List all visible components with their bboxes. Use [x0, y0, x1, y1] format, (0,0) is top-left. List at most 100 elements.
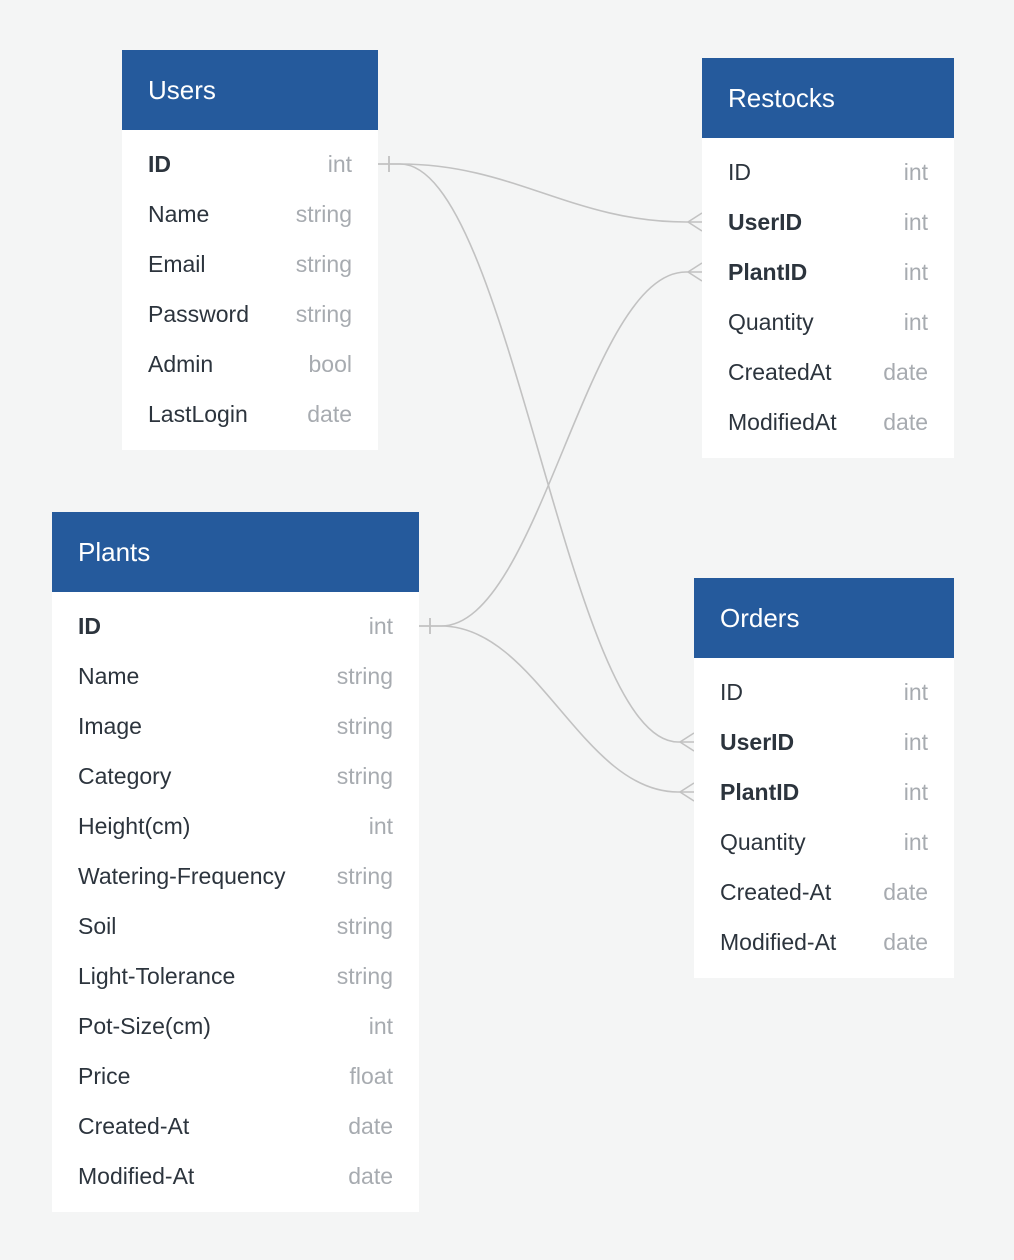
field-type: string [336, 712, 393, 739]
field-name: LastLogin [148, 400, 248, 427]
field-type: date [307, 400, 352, 427]
orders-field-modified-at[interactable]: Modified-At date [694, 917, 954, 967]
field-name: Email [148, 250, 206, 277]
orders-field-id[interactable]: ID int [694, 667, 954, 717]
many-marker [687, 262, 703, 282]
field-name: Modified-At [720, 928, 837, 955]
restocks-field-createdat[interactable]: CreatedAt date [702, 347, 954, 397]
field-type: int [903, 158, 928, 185]
plants-field-modified-at[interactable]: Modified-At date [52, 1151, 419, 1201]
field-name: ID [78, 612, 101, 639]
field-name: Pot-Size(cm) [78, 1012, 211, 1039]
field-name: Name [78, 662, 140, 689]
many-marker [687, 212, 703, 232]
field-name: Name [148, 200, 210, 227]
field-type: date [348, 1162, 393, 1189]
restocks-field-id[interactable]: ID int [702, 147, 954, 197]
plants-field-light-tolerance[interactable]: Light-Tolerance string [52, 951, 419, 1001]
field-name: ID [148, 150, 171, 177]
field-type: int [903, 308, 928, 335]
field-type: int [903, 678, 928, 705]
orders-field-quantity[interactable]: Quantity int [694, 817, 954, 867]
field-name: Quantity [728, 308, 814, 335]
field-name: UserID [720, 728, 795, 755]
field-type: string [295, 300, 352, 327]
field-type: int [903, 778, 928, 805]
restocks-field-plantid[interactable]: PlantID int [702, 247, 954, 297]
field-name: Category [78, 762, 172, 789]
field-type: int [903, 258, 928, 285]
field-type: int [368, 812, 393, 839]
field-type: date [883, 928, 928, 955]
field-name: Admin [148, 350, 214, 377]
restocks-field-modifiedat[interactable]: ModifiedAt date [702, 397, 954, 447]
field-name: ModifiedAt [728, 408, 837, 435]
plants-field-price[interactable]: Price float [52, 1051, 419, 1101]
users-field-lastlogin[interactable]: LastLogin date [122, 389, 378, 439]
field-name: Created-At [78, 1112, 190, 1139]
users-field-admin[interactable]: Admin bool [122, 339, 378, 389]
field-name: ID [720, 678, 743, 705]
restocks-field-quantity[interactable]: Quantity int [702, 297, 954, 347]
field-type: string [336, 862, 393, 889]
field-name: Price [78, 1062, 131, 1089]
field-name: Created-At [720, 878, 832, 905]
users-field-email[interactable]: Email string [122, 239, 378, 289]
users-table-header[interactable]: Users [122, 50, 378, 130]
orders-field-plantid[interactable]: PlantID int [694, 767, 954, 817]
plants-table-header[interactable]: Plants [52, 512, 419, 592]
field-name: Light-Tolerance [78, 962, 236, 989]
plants-field-image[interactable]: Image string [52, 701, 419, 751]
field-name: PlantID [720, 778, 800, 805]
many-marker [679, 732, 695, 752]
field-type: int [327, 150, 352, 177]
plants-field-watering-frequency[interactable]: Watering-Frequency string [52, 851, 419, 901]
restocks-field-userid[interactable]: UserID int [702, 197, 954, 247]
field-type: int [368, 1012, 393, 1039]
field-type: float [349, 1062, 393, 1089]
plants-field-id[interactable]: ID int [52, 601, 419, 651]
restocks-table-header[interactable]: Restocks [702, 58, 954, 138]
field-name: Quantity [720, 828, 806, 855]
field-type: int [903, 828, 928, 855]
plants-field-height-cm[interactable]: Height(cm) int [52, 801, 419, 851]
many-marker [679, 782, 695, 802]
users-field-id[interactable]: ID int [122, 139, 378, 189]
field-type: string [336, 962, 393, 989]
relation-line [378, 163, 702, 223]
field-type: date [883, 358, 928, 385]
field-name: Modified-At [78, 1162, 195, 1189]
field-type: int [368, 612, 393, 639]
field-type: bool [308, 350, 352, 377]
field-name: CreatedAt [728, 358, 832, 385]
orders-field-userid[interactable]: UserID int [694, 717, 954, 767]
field-name: PlantID [728, 258, 808, 285]
field-name: ID [728, 158, 751, 185]
field-type: int [903, 208, 928, 235]
plants-field-pot-size-cm[interactable]: Pot-Size(cm) int [52, 1001, 419, 1051]
field-name: Image [78, 712, 142, 739]
field-type: int [903, 728, 928, 755]
field-name: Height(cm) [78, 812, 191, 839]
field-name: Password [148, 300, 249, 327]
field-type: string [295, 250, 352, 277]
field-type: date [883, 408, 928, 435]
field-name: Watering-Frequency [78, 862, 286, 889]
field-name: UserID [728, 208, 803, 235]
orders-table-header[interactable]: Orders [694, 578, 954, 658]
users-field-password[interactable]: Password string [122, 289, 378, 339]
